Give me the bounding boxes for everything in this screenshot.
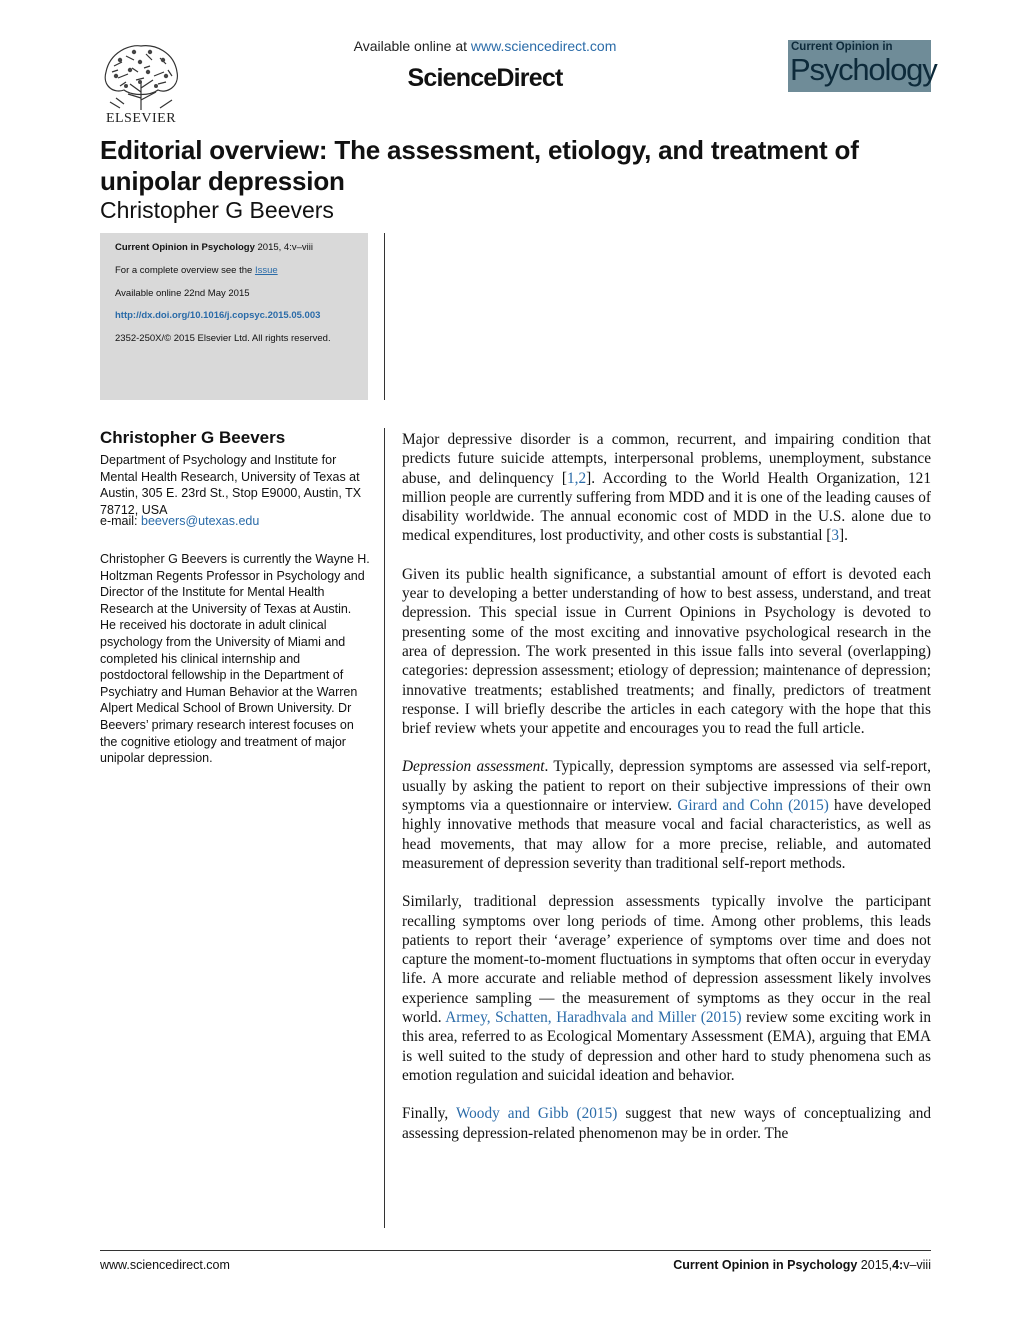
info-copyright: 2352-250X/© 2015 Elsevier Ltd. All right… bbox=[115, 333, 331, 344]
publisher-logo-text: ELSEVIER bbox=[105, 111, 177, 126]
text-run: have developed highly innovative methods… bbox=[402, 797, 931, 872]
available-prefix: Available online at bbox=[353, 38, 467, 54]
citation-link[interactable]: Girard and Cohn (2015) bbox=[677, 797, 829, 815]
author-email-row: e-mail: beevers@utexas.edu bbox=[100, 514, 259, 528]
section-heading-inline: Depression assessment bbox=[402, 758, 545, 776]
text-run: ]. According to the World Health Organiz… bbox=[402, 469, 931, 545]
email-label: e-mail: bbox=[100, 514, 138, 528]
sciencedirect-link[interactable]: www.sciencedirect.com bbox=[470, 38, 617, 54]
text-run: suggest that new ways of conceptualizing… bbox=[402, 1105, 931, 1142]
footer-citation: Current Opinion in Psychology 2015,4:v–v… bbox=[673, 1258, 931, 1272]
info-journal-citation: 2015, 4:v–viii bbox=[257, 242, 313, 253]
body-paragraph-5: Finally, Woody and Gibb (2015) suggest t… bbox=[402, 1104, 931, 1143]
author-bio: Christopher G Beevers is currently the W… bbox=[100, 552, 370, 766]
article-author: Christopher G Beevers bbox=[100, 197, 334, 223]
elsevier-tree-logo bbox=[100, 42, 182, 128]
body-paragraph-1: Major depressive disorder is a common, r… bbox=[402, 430, 931, 546]
info-overview-prefix: For a complete overview see the bbox=[115, 265, 253, 276]
article-title: Editorial overview: The assessment, etio… bbox=[100, 135, 859, 196]
text-run: ]. bbox=[839, 527, 848, 545]
body-paragraph-4: Similarly, traditional depression assess… bbox=[402, 892, 931, 1085]
body-paragraph-2: Given its public health significance, a … bbox=[402, 565, 931, 738]
text-run: Major depressive disorder is a common, r… bbox=[402, 431, 931, 487]
column-divider bbox=[384, 233, 385, 400]
info-journal-name: Current Opinion in Psychology bbox=[115, 242, 255, 253]
column-divider bbox=[384, 428, 385, 1228]
sciencedirect-brand: ScienceDirect bbox=[407, 64, 564, 92]
journal-badge: Current Opinion in Psychology bbox=[788, 40, 938, 92]
article-body: Major depressive disorder is a common, r… bbox=[402, 430, 931, 1162]
journal-badge-top: Current Opinion in bbox=[791, 41, 893, 53]
footer-rule bbox=[100, 1250, 931, 1251]
issue-link[interactable]: Issue bbox=[254, 265, 278, 276]
journal-badge-main: Psychology bbox=[790, 52, 938, 87]
citation-link[interactable]: Armey, Schatten, Haradhvala and Miller (… bbox=[445, 1009, 742, 1027]
info-overview: For a complete overview see the Issue bbox=[115, 265, 278, 276]
text-run: Finally, bbox=[402, 1105, 456, 1123]
available-online-line: Available online at www.sciencedirect.co… bbox=[262, 38, 708, 54]
email-link[interactable]: beevers@utexas.edu bbox=[141, 514, 260, 528]
article-info-box: Current Opinion in Psychology 2015, 4:v–… bbox=[100, 233, 368, 400]
author-affiliation: Department of Psychology and Institute f… bbox=[100, 453, 362, 517]
text-run: Similarly, traditional depression assess… bbox=[402, 893, 931, 1027]
author-card-name: Christopher G Beevers bbox=[100, 428, 286, 447]
footer-journal: Current Opinion in Psychology bbox=[673, 1258, 858, 1272]
doi-link[interactable]: http://dx.doi.org/10.1016/j.copsyc.2015.… bbox=[115, 310, 320, 321]
text-run: review some exciting work in this area, … bbox=[402, 1009, 931, 1084]
citation-link[interactable]: Woody and Gibb (2015) bbox=[455, 1105, 618, 1123]
info-available: Available online 22nd May 2015 bbox=[115, 288, 250, 299]
footer-year: 2015, bbox=[860, 1258, 893, 1272]
body-paragraph-3: Depression assessment. Typically, depres… bbox=[402, 757, 931, 873]
reference-link[interactable]: 3 bbox=[831, 527, 840, 545]
doi-text[interactable]: http://dx.doi.org/10.1016/j.copsyc.2015.… bbox=[115, 310, 321, 321]
footer-website: www.sciencedirect.com bbox=[100, 1258, 230, 1272]
footer-volume: 4: bbox=[892, 1258, 904, 1272]
footer-pages: v–viii bbox=[903, 1258, 931, 1272]
info-journal: Current Opinion in Psychology 2015, 4:v–… bbox=[115, 242, 313, 253]
text-run: . Typically, depression symptoms are ass… bbox=[402, 758, 931, 815]
reference-link[interactable]: 1,2 bbox=[567, 469, 587, 487]
